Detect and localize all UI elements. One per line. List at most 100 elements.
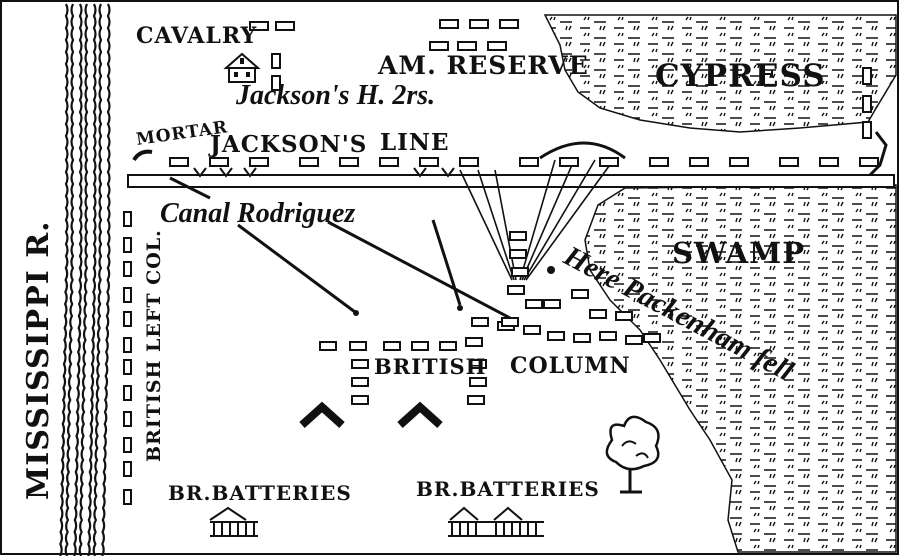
- column-block: [523, 325, 541, 335]
- column-block: [411, 341, 429, 351]
- column-block: [351, 359, 369, 369]
- batteries-right-label: BR.BATTERIES: [416, 477, 600, 501]
- column-label: COLUMN: [510, 353, 631, 379]
- column-block: [469, 359, 487, 369]
- battery-fence-icons: [209, 506, 544, 537]
- line-troop-block: [689, 157, 709, 167]
- troop-block: [429, 41, 449, 51]
- line-troop-block: [729, 157, 749, 167]
- troop-block: [487, 41, 507, 51]
- column-block: [599, 331, 617, 341]
- british-battery-chevron-right: [397, 401, 443, 428]
- pointer-dot-2: [457, 305, 463, 311]
- cavalry-label: CAVALRY: [136, 23, 257, 49]
- mortar-arc: [132, 149, 153, 162]
- jacksons-hq-label: Jackson's H. 2rs.: [235, 80, 435, 111]
- left-column-block: [123, 237, 132, 253]
- column-block: [351, 395, 369, 405]
- british-label: BRITISH: [374, 354, 486, 379]
- line-troop-block: [459, 157, 479, 167]
- column-block: [439, 341, 457, 351]
- line-troop-block: [819, 157, 839, 167]
- jacksons-line-rampart: [127, 174, 895, 188]
- line-troop-block: [779, 157, 799, 167]
- left-column-block: [123, 287, 132, 303]
- column-block: [589, 309, 607, 319]
- line-troop-block: [559, 157, 579, 167]
- river-waves: [59, 3, 111, 556]
- batteries-left-label: BR.BATTERIES: [168, 481, 352, 505]
- line-troop-block: [379, 157, 399, 167]
- column-block: [319, 341, 337, 351]
- left-column-block: [123, 359, 132, 375]
- column-block: [525, 299, 543, 309]
- column-block: [573, 333, 591, 343]
- cypress-swamp-area: [543, 14, 897, 133]
- troop-block: [499, 19, 519, 29]
- left-column-block: [123, 261, 132, 277]
- redoubt-block: [511, 267, 529, 277]
- column-block: [501, 317, 519, 327]
- line-chevron: [219, 167, 233, 178]
- column-block: [351, 377, 369, 387]
- troop-block: [439, 19, 459, 29]
- column-block: [571, 289, 589, 299]
- troop-block: [862, 67, 872, 85]
- line-chevron: [193, 167, 207, 178]
- redoubt-block: [509, 249, 527, 259]
- swamp-area: [584, 184, 897, 553]
- line-troop-block: [299, 157, 319, 167]
- column-block: [615, 311, 633, 321]
- line-troop-block: [419, 157, 439, 167]
- column-block: [349, 341, 367, 351]
- troop-blocks: [123, 19, 879, 505]
- river-wave-line: [78, 3, 89, 556]
- troop-block: [271, 53, 281, 69]
- left-column-block: [123, 311, 132, 327]
- left-column-block: [123, 489, 132, 505]
- left-column-block: [123, 385, 132, 401]
- line-chevron: [441, 167, 455, 178]
- fire-lines: [459, 157, 613, 281]
- jacksons-line-right-end: [868, 131, 888, 177]
- mississippi-river-label: MISSISSIPPI R.: [21, 220, 56, 500]
- column-block: [543, 299, 561, 309]
- british-left-column-label: BRITISH LEFT COL.: [143, 229, 165, 462]
- troop-block: [249, 21, 269, 31]
- swamp-label: SWAMP: [672, 236, 805, 270]
- river-wave-line: [73, 3, 83, 556]
- left-column-block: [123, 461, 132, 477]
- column-block: [383, 341, 401, 351]
- line-troop-block: [599, 157, 619, 167]
- line-label: LINE: [380, 129, 450, 156]
- column-block: [465, 337, 483, 347]
- river-wave-line: [64, 3, 75, 556]
- troop-block: [469, 19, 489, 29]
- line-chevrons: [132, 149, 455, 178]
- line-troop-block: [169, 157, 189, 167]
- column-block: [471, 317, 489, 327]
- troop-block: [275, 21, 295, 31]
- redoubt-bastion: [539, 141, 626, 160]
- redoubt-block: [507, 285, 525, 295]
- canal-rodriguez-label: Canal Rodriguez: [160, 198, 355, 229]
- troop-block: [862, 121, 872, 139]
- british-battery-chevron-left: [299, 401, 345, 428]
- left-column-block: [123, 437, 132, 453]
- troop-block: [862, 95, 872, 113]
- column-block: [625, 335, 643, 345]
- line-chevron: [243, 167, 257, 178]
- line-troop-block: [649, 157, 669, 167]
- line-troop-block: [249, 157, 269, 167]
- line-chevron: [413, 167, 427, 178]
- jacksons-line-label: JACKSON'S: [208, 131, 367, 158]
- column-block: [469, 377, 487, 387]
- column-block: [547, 331, 565, 341]
- line-troop-block: [209, 157, 229, 167]
- pointer-dot-1: [353, 310, 359, 316]
- river-wave-line: [101, 3, 111, 556]
- column-block: [643, 333, 661, 343]
- line-troop-block: [339, 157, 359, 167]
- river-wave-line: [87, 3, 97, 556]
